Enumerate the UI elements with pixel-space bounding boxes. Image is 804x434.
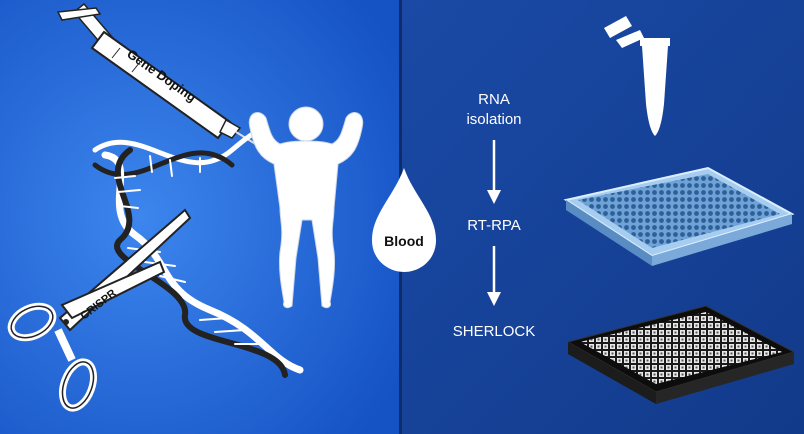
athlete-silhouette-icon [248, 106, 364, 309]
step-rna-line2: isolation [466, 111, 521, 128]
arrow-down-icon [487, 140, 501, 204]
drop-label: Blood [384, 233, 424, 249]
left-panel [0, 0, 400, 434]
arrow-down-icon [487, 246, 501, 306]
step-sherlock: SHERLOCK [453, 323, 536, 340]
step-rtrpa: RT-RPA [467, 217, 521, 234]
scissors-icon: CRISPR [7, 208, 192, 412]
blood-drop-icon: Blood [372, 168, 436, 272]
well-plate-icon [563, 166, 795, 266]
fluorescence-plate-icon [566, 305, 796, 404]
microtube-icon [604, 16, 670, 136]
step-rna-line1: RNA [478, 91, 510, 108]
